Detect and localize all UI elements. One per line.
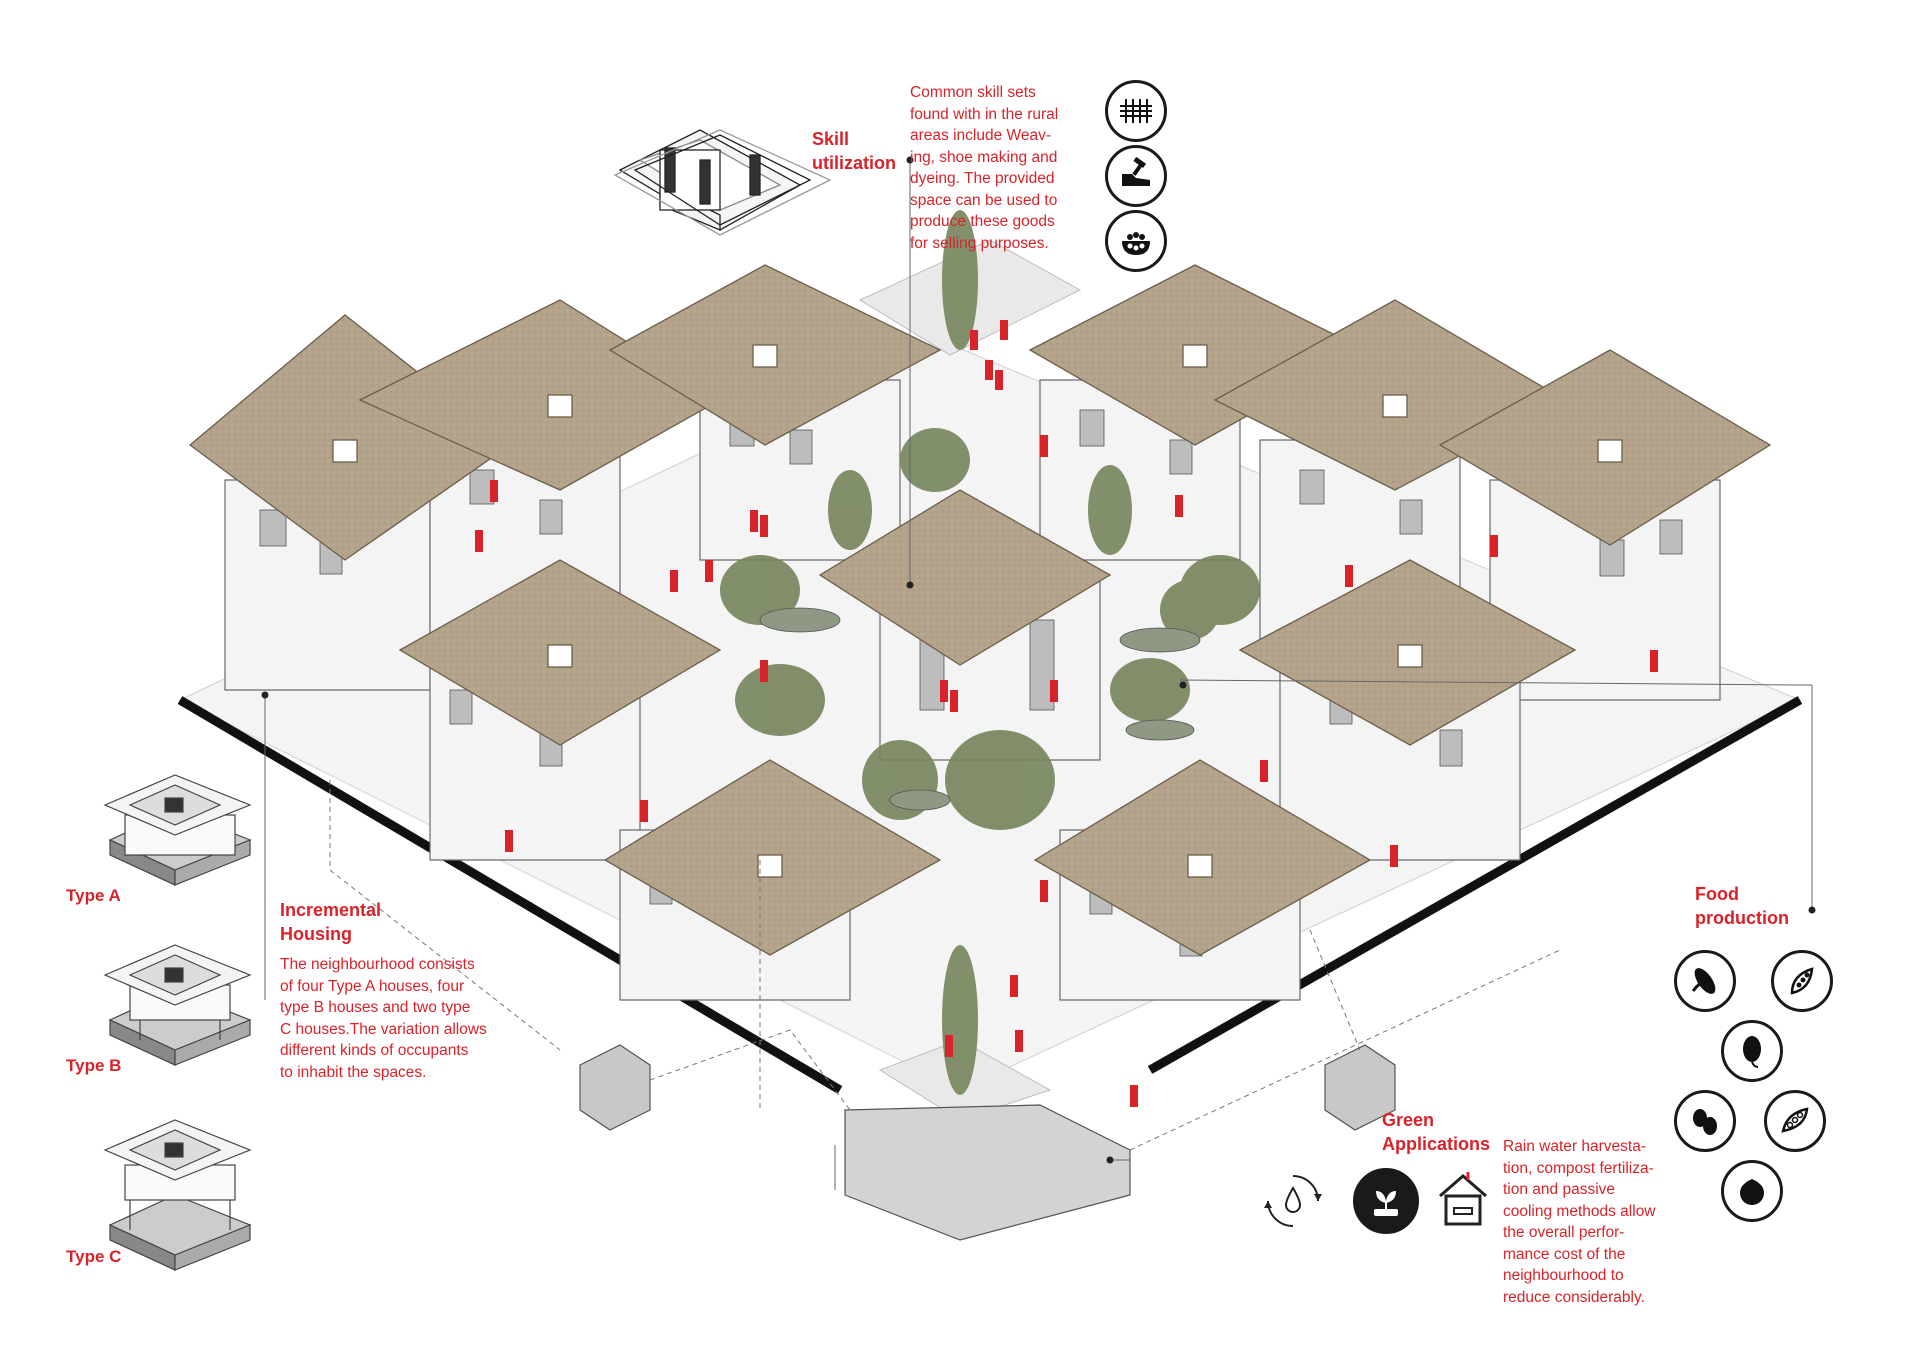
seed-icon bbox=[1721, 1020, 1783, 1082]
type-c-label: Type C bbox=[66, 1247, 122, 1266]
courtyard-vegetation bbox=[720, 210, 1260, 1095]
roof-9 bbox=[603, 759, 942, 956]
type-b-label: Type B bbox=[66, 1056, 122, 1075]
underground-tanks bbox=[579, 1044, 1396, 1241]
shoemaking-icon bbox=[1105, 145, 1167, 207]
pea-pod-icon bbox=[1771, 950, 1833, 1012]
food-production-title: Food production bbox=[1695, 884, 1789, 928]
skill-utilization-text: Common skill sets found with in the rura… bbox=[910, 84, 1059, 252]
roofs bbox=[188, 264, 1772, 956]
roof-8 bbox=[1238, 559, 1577, 746]
type-a-label: Type A bbox=[66, 886, 121, 905]
rainwater-icon bbox=[1262, 1170, 1324, 1232]
roof-10 bbox=[1033, 759, 1372, 956]
skill-utilization-title: Skill utilization bbox=[812, 129, 896, 173]
weaving-icon bbox=[1105, 80, 1167, 142]
green-applications-title: Green Applications bbox=[1382, 1110, 1491, 1154]
green-pea-icon bbox=[1764, 1090, 1826, 1152]
corn-icon bbox=[1674, 950, 1736, 1012]
dyeing-icon bbox=[1105, 210, 1167, 272]
compost-icon bbox=[1353, 1168, 1419, 1234]
roof-center bbox=[818, 489, 1112, 666]
roof-1 bbox=[188, 314, 512, 561]
planter-beds bbox=[759, 607, 1201, 811]
passive-cooling-icon bbox=[1432, 1168, 1494, 1230]
type-b-house-thumbnail bbox=[103, 944, 252, 1066]
type-c-house-thumbnail bbox=[103, 1119, 252, 1271]
leader-lines bbox=[264, 160, 1813, 1190]
roof-3 bbox=[608, 264, 942, 446]
dashed-service-lines bbox=[329, 780, 1561, 1151]
type-a-house-thumbnail bbox=[103, 774, 252, 886]
roof-6 bbox=[1438, 349, 1772, 546]
leader-dots bbox=[261, 156, 1816, 1164]
people-figures bbox=[475, 320, 1658, 1107]
roof-7 bbox=[398, 559, 722, 746]
skill-utilization-building bbox=[613, 129, 832, 236]
incremental-housing-text: The neighbourhood consists of four Type … bbox=[280, 956, 487, 1081]
tomato-icon bbox=[1721, 1160, 1783, 1222]
green-applications-text: Rain water harvesta- tion, compost ferti… bbox=[1503, 1138, 1656, 1306]
beans-icon bbox=[1674, 1090, 1736, 1152]
incremental-housing-title: Incremental Housing bbox=[280, 900, 382, 944]
